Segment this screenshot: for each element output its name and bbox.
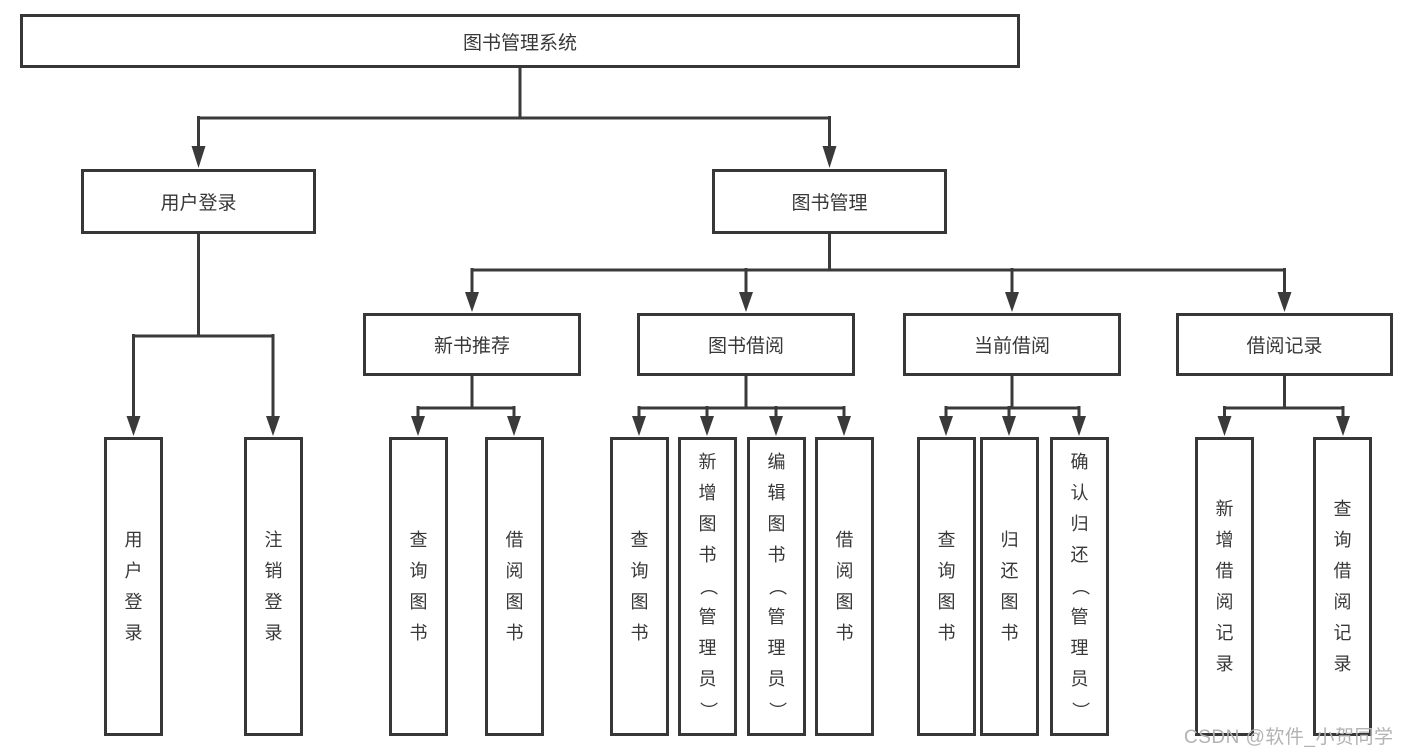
leaf-return-books: 归还图书 (980, 437, 1039, 736)
leaf-borrow-books: 借阅图书 (815, 437, 874, 736)
node-book-borrowing: 图书借阅 (637, 313, 855, 376)
leaf-logout: 注销登录 (244, 437, 303, 736)
leaf-user-login: 用户登录 (104, 437, 163, 736)
leaf-borrow-books-recommend: 借阅图书 (485, 437, 544, 736)
leaf-edit-books-admin: 编辑图书（管理员） (747, 437, 806, 736)
leaf-query-books-borrowing: 查询图书 (610, 437, 669, 736)
node-user-login: 用户登录 (81, 169, 316, 234)
leaf-confirm-return-admin: 确认归还（管理员） (1050, 437, 1109, 736)
node-borrowing-records: 借阅记录 (1176, 313, 1393, 376)
node-current-borrowing: 当前借阅 (903, 313, 1121, 376)
node-new-book-recommend: 新书推荐 (363, 313, 581, 376)
node-root-system: 图书管理系统 (20, 14, 1020, 68)
leaf-query-books-recommend: 查询图书 (389, 437, 448, 736)
csdn-watermark: CSDN @软件_小贺同学 (1184, 727, 1394, 747)
leaf-add-borrow-record: 新增借阅记录 (1195, 437, 1254, 736)
leaf-add-books-admin: 新增图书（管理员） (678, 437, 737, 736)
node-book-management: 图书管理 (712, 169, 947, 234)
leaf-query-borrow-record: 查询借阅记录 (1313, 437, 1372, 736)
leaf-query-books-current: 查询图书 (917, 437, 976, 736)
